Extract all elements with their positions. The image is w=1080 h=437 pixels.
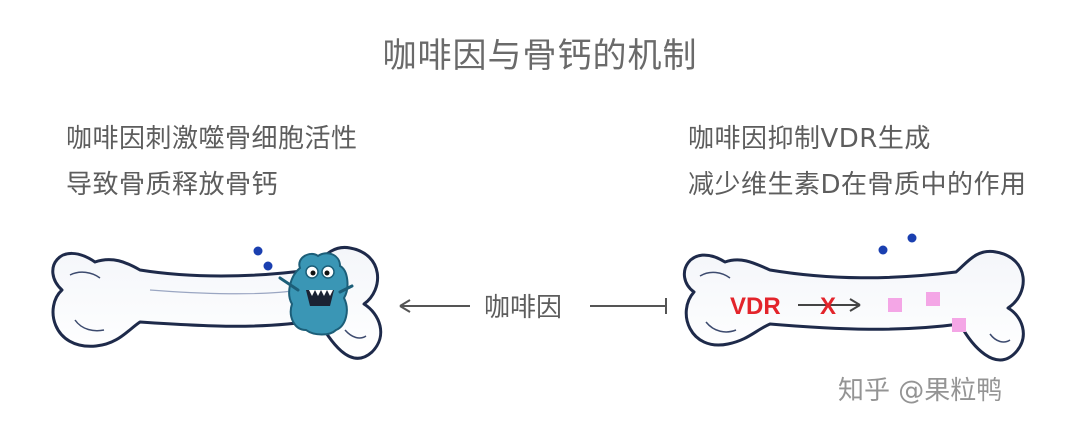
right-caption-line1: 咖啡因抑制VDR生成: [688, 124, 931, 154]
left-caption-line2: 导致骨质释放骨钙: [66, 170, 279, 200]
vdr-arrow-head: [849, 298, 861, 312]
vitamin-d-square: [888, 298, 902, 312]
osteoclast-monster-icon: [278, 252, 354, 336]
mineral-dot: [878, 245, 888, 255]
watermark: 知乎 @果粒鸭: [838, 376, 1003, 406]
right-caption: 咖啡因抑制VDR生成 减少维生素D在骨质中的作用: [688, 116, 1027, 208]
left-caption: 咖啡因刺激噬骨细胞活性 导致骨质释放骨钙: [66, 116, 358, 208]
vdr-label: VDR: [730, 293, 781, 320]
left-caption-line1: 咖啡因刺激噬骨细胞活性: [66, 124, 358, 154]
mineral-dot: [263, 261, 273, 271]
inhibit-arrow: [590, 298, 667, 314]
vitamin-d-square: [952, 318, 966, 332]
right-caption-line2: 减少维生素D在骨质中的作用: [688, 170, 1027, 200]
diagram-title: 咖啡因与骨钙的机制: [382, 36, 698, 76]
mineral-dot: [253, 246, 263, 256]
caffeine-label: 咖啡因: [484, 293, 563, 323]
mineral-dot: [907, 233, 917, 243]
x-mark: X: [820, 293, 836, 320]
stimulate-arrow: [399, 299, 470, 313]
vitamin-d-square: [926, 292, 940, 306]
